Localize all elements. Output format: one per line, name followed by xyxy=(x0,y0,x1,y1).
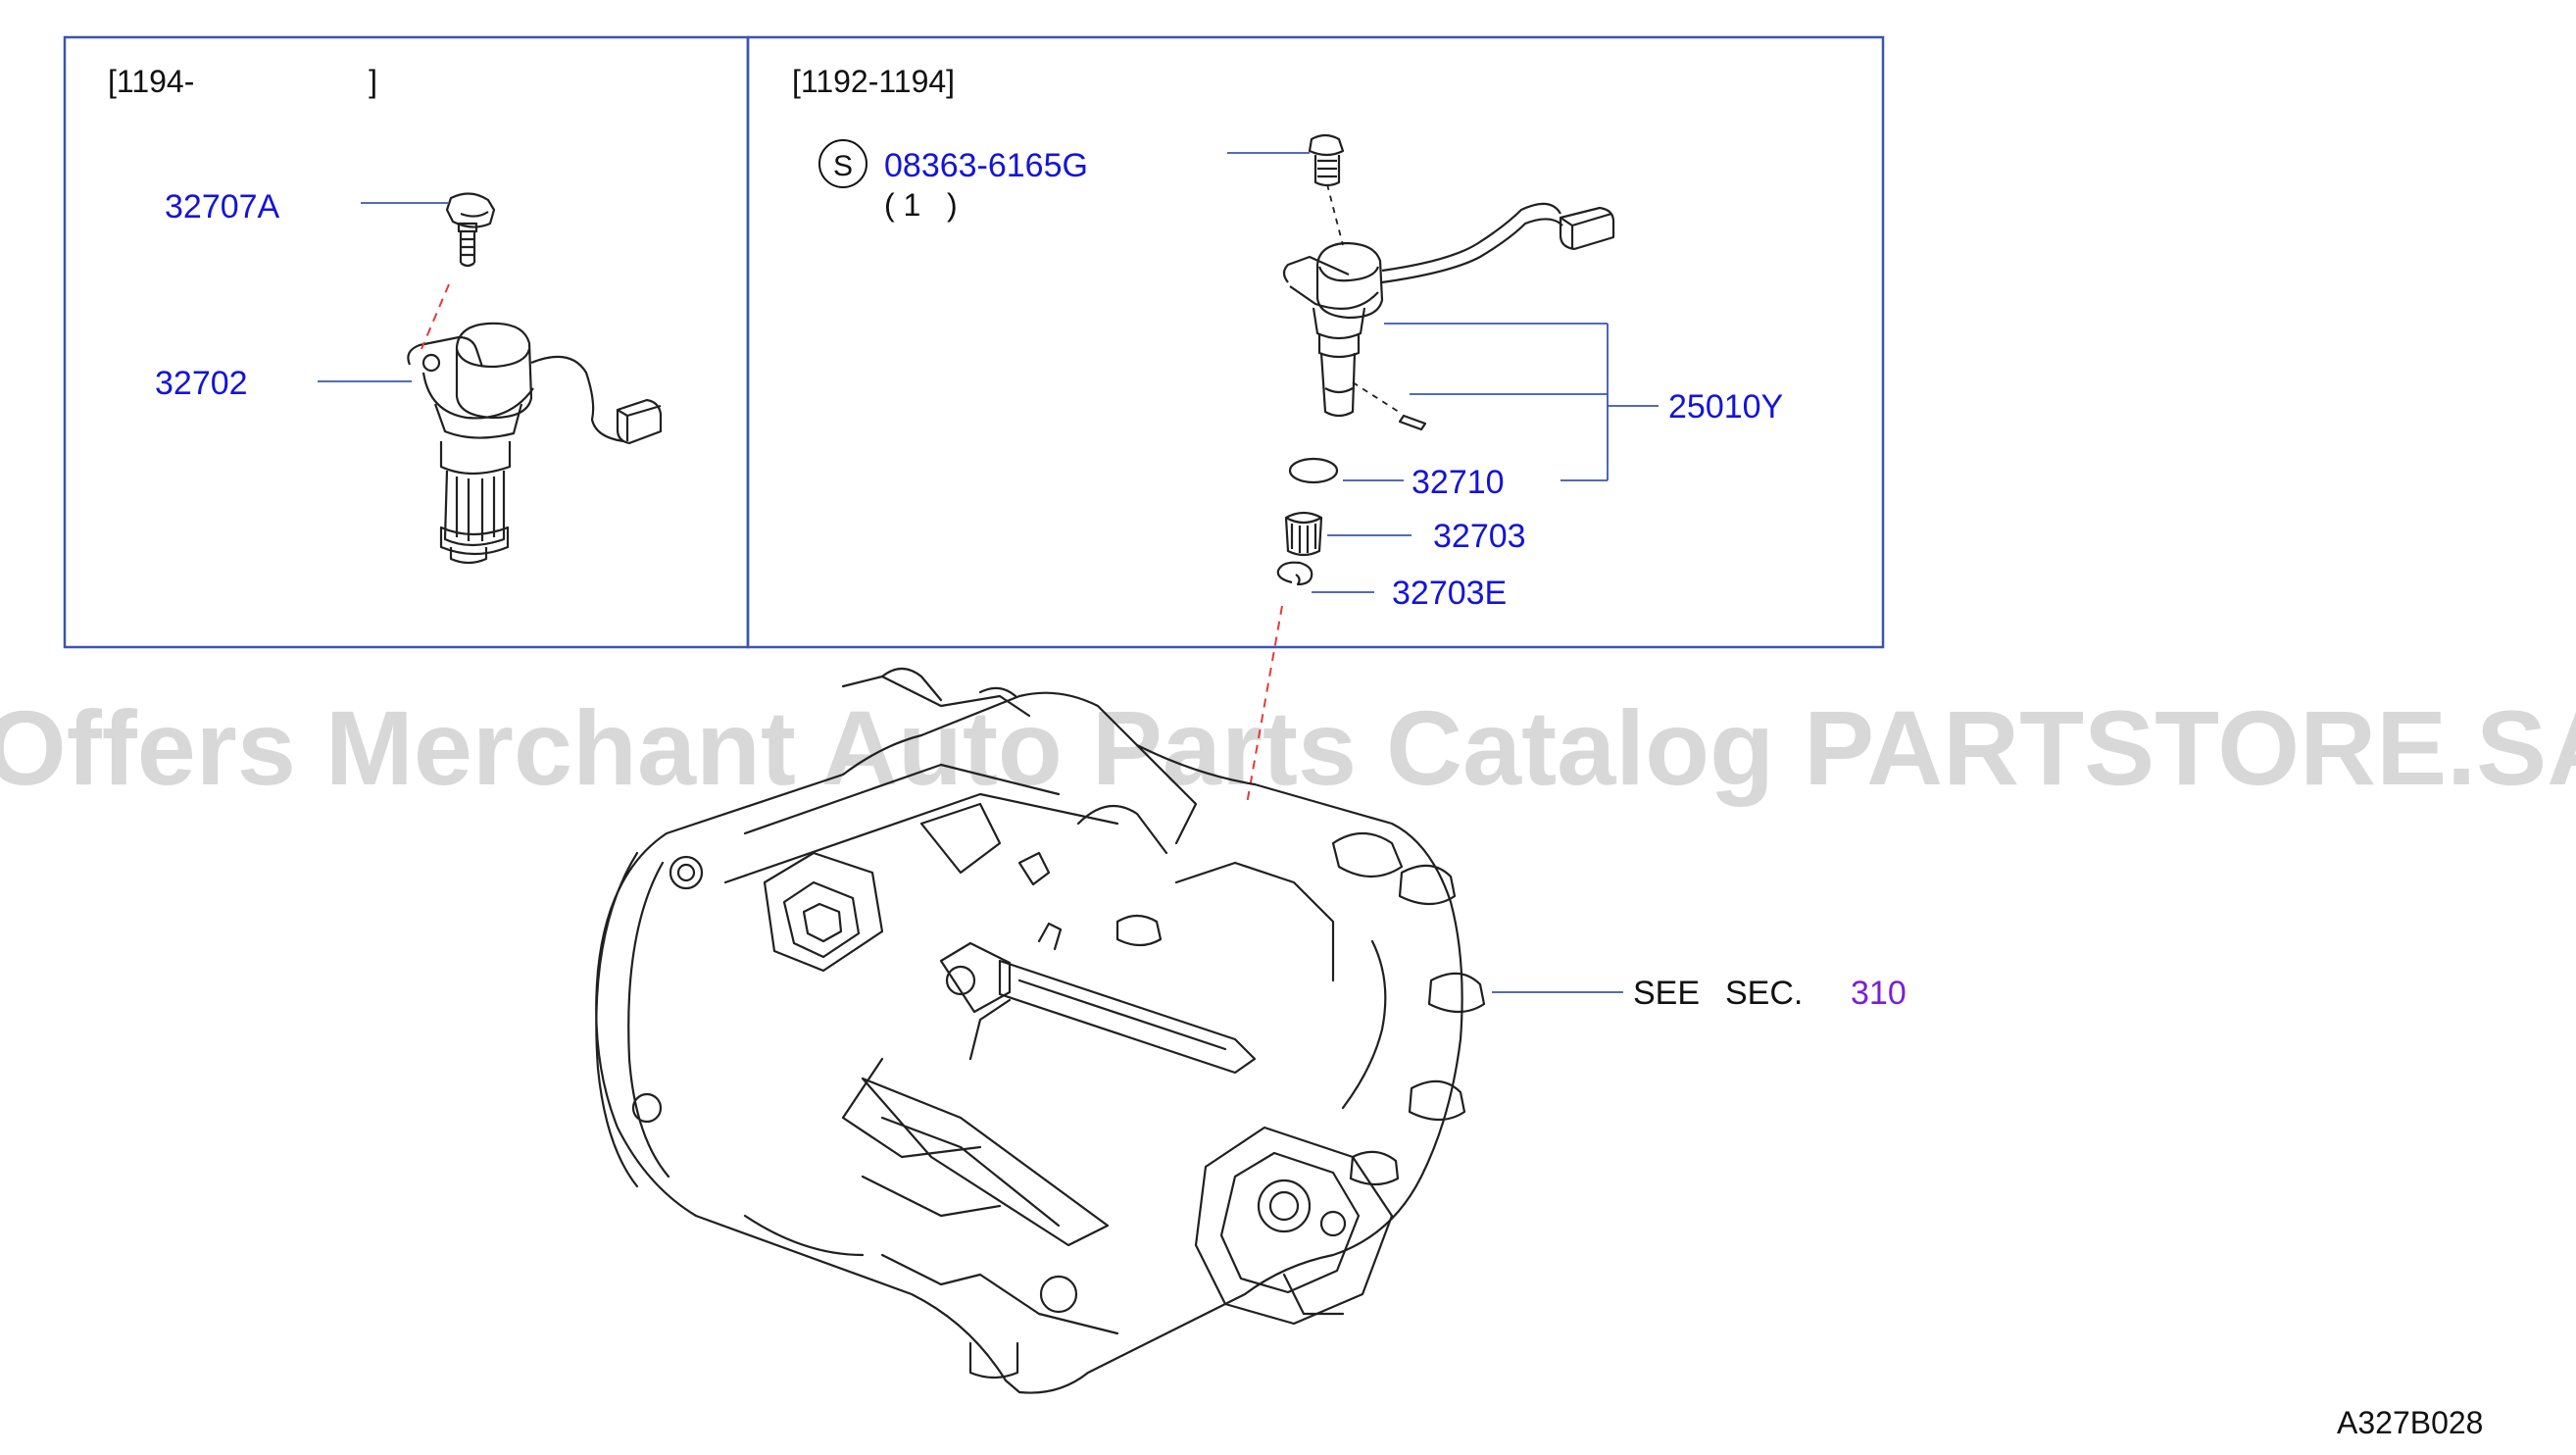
right-panel-frame xyxy=(746,35,1885,649)
right-dashed-guides xyxy=(1326,183,1403,415)
part-label-32703e[interactable]: 32703E xyxy=(1392,575,1507,612)
left-dashed-guide xyxy=(421,283,450,350)
right-leader-lines xyxy=(1227,152,1659,593)
standard-part-symbol-letter: S xyxy=(833,150,853,182)
left-speed-sensor-drawing xyxy=(407,192,663,565)
see-section-see: SEE xyxy=(1633,975,1700,1012)
standard-part-symbol xyxy=(818,139,867,188)
o-ring-32710-drawing xyxy=(1288,457,1339,484)
part-label-08363-6165g[interactable]: 08363-6165G xyxy=(884,147,1088,184)
part-label-32710[interactable]: 32710 xyxy=(1412,464,1505,501)
see-section-sec: SEC. xyxy=(1725,975,1803,1012)
watermark-text: Offers Merchant Auto Parts Catalog PARTS… xyxy=(0,688,2576,807)
main-dashed-guide xyxy=(1246,605,1283,805)
part-label-32703[interactable]: 32703 xyxy=(1433,518,1526,555)
diagram-frame xyxy=(63,35,1885,649)
part-label-32707a[interactable]: 32707A xyxy=(165,188,280,226)
clip-32703e-drawing xyxy=(1276,561,1313,586)
part-label-32702[interactable]: 32702 xyxy=(155,365,248,402)
see-section-link-310[interactable]: 310 xyxy=(1851,975,1907,1012)
right-panel-date-range: [1192-1194] xyxy=(792,64,955,99)
bolt-32707a-drawing xyxy=(445,192,496,268)
left-leader-lines xyxy=(318,202,449,382)
drawing-code: A327B028 xyxy=(2337,1405,2483,1440)
sensor-25010y-drawing xyxy=(1282,202,1615,431)
part-label-25010y[interactable]: 25010Y xyxy=(1668,388,1783,426)
gear-32703-drawing xyxy=(1284,511,1323,557)
transmission-case-drawing xyxy=(595,667,1486,1394)
bolt-08363-drawing xyxy=(1308,133,1345,187)
part-quantity-08363: ( 1 ) xyxy=(884,187,958,223)
sensor-32702-drawing xyxy=(407,322,663,565)
left-panel-date-range: [1194- ] xyxy=(108,64,377,99)
left-panel-frame xyxy=(63,35,750,649)
